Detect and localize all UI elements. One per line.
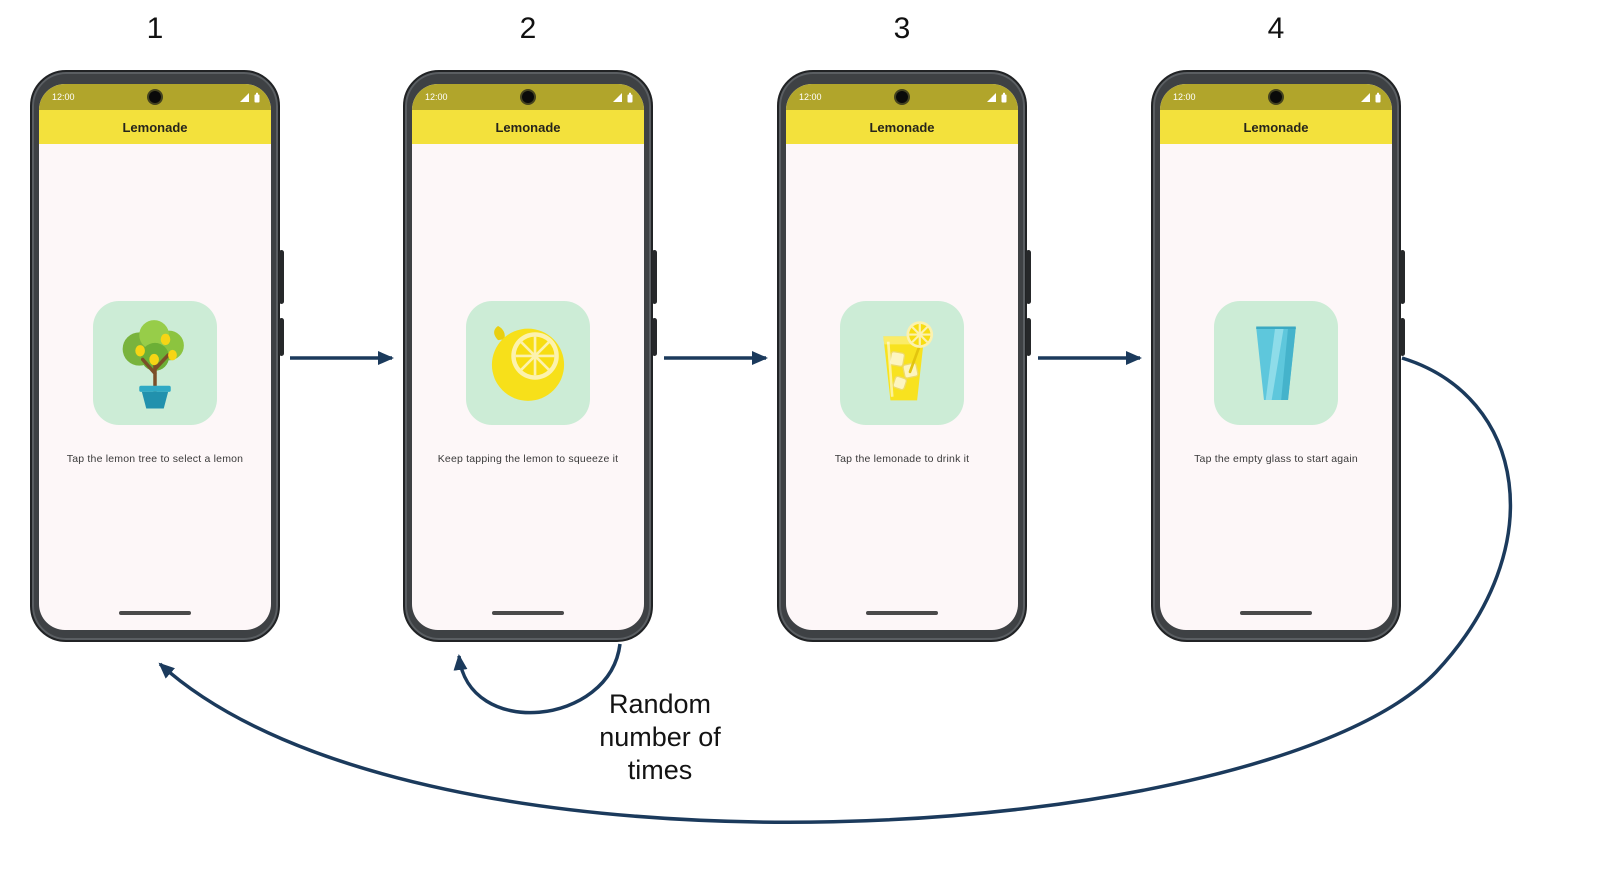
signal-icon: [1361, 93, 1370, 102]
lemon-tree-icon: [122, 320, 184, 409]
status-bar: 12:00: [1160, 84, 1392, 110]
camera-icon: [522, 91, 534, 103]
phone-screen: 12:00 Lemonade: [39, 84, 271, 630]
status-time: 12:00: [425, 92, 448, 102]
screen-body: Tap the empty glass to start again: [1160, 144, 1392, 630]
phone-step-1: 12:00 Lemonade: [30, 70, 284, 642]
step-number-2: 2: [519, 12, 537, 45]
status-time: 12:00: [799, 92, 822, 102]
volume-button: [1400, 250, 1405, 304]
app-bar: Lemonade: [412, 110, 644, 144]
app-title: Lemonade: [869, 119, 935, 135]
screen-body: Keep tapping the lemon to squeeze it: [412, 144, 644, 630]
phone-screen: 12:00 Lemonade: [786, 84, 1018, 630]
image-tile: [93, 301, 217, 425]
step-number-1: 1: [146, 12, 164, 45]
status-time: 12:00: [52, 92, 75, 102]
app-bar: Lemonade: [39, 110, 271, 144]
nav-handle: [119, 611, 191, 615]
app-title: Lemonade: [495, 119, 561, 135]
camera-icon: [1270, 91, 1282, 103]
power-button: [1026, 318, 1031, 356]
image-tile: [1214, 301, 1338, 425]
power-button: [652, 318, 657, 356]
status-time: 12:00: [1173, 92, 1196, 102]
status-bar: 12:00: [39, 84, 271, 110]
nav-handle: [1240, 611, 1312, 615]
signal-icon: [613, 93, 622, 102]
phone-step-3: 12:00 Lemonade: [777, 70, 1031, 642]
app-title: Lemonade: [1243, 119, 1309, 135]
battery-icon: [1375, 92, 1381, 103]
caption: Keep tapping the lemon to squeeze it: [437, 453, 619, 465]
nav-handle: [866, 611, 938, 615]
step-number-3: 3: [893, 12, 911, 45]
app-bar: Lemonade: [1160, 110, 1392, 144]
image-tile: [466, 301, 590, 425]
phone-screen: 12:00 Lemonade: [412, 84, 644, 630]
app-bar: Lemonade: [786, 110, 1018, 144]
power-button: [279, 318, 284, 356]
app-title: Lemonade: [122, 119, 188, 135]
screen-body: Tap the lemon tree to select a lemon: [39, 144, 271, 630]
signal-icon: [987, 93, 996, 102]
battery-icon: [1001, 92, 1007, 103]
nav-handle: [492, 611, 564, 615]
caption: Tap the lemonade to drink it: [834, 453, 970, 465]
lemon-icon: [491, 326, 565, 401]
signal-icon: [240, 93, 249, 102]
battery-icon: [627, 92, 633, 103]
caption: Tap the lemon tree to select a lemon: [66, 453, 244, 465]
status-bar: 12:00: [786, 84, 1018, 110]
camera-icon: [896, 91, 908, 103]
step-number-4: 4: [1267, 12, 1285, 45]
phone-step-4: 12:00 Lemonade: [1151, 70, 1405, 642]
status-bar: 12:00: [412, 84, 644, 110]
phone-step-2: 12:00 Lemonade: [403, 70, 657, 642]
battery-icon: [254, 92, 260, 103]
volume-button: [1026, 250, 1031, 304]
lemonade-glass-icon: [883, 321, 934, 401]
empty-glass-icon: [1256, 326, 1296, 400]
loop-annotation-label: Random number of times: [599, 689, 721, 785]
camera-icon: [149, 91, 161, 103]
screen-body: Tap the lemonade to drink it: [786, 144, 1018, 630]
volume-button: [279, 250, 284, 304]
caption: Tap the empty glass to start again: [1194, 453, 1358, 465]
phone-screen: 12:00 Lemonade: [1160, 84, 1392, 630]
image-tile: [840, 301, 964, 425]
volume-button: [652, 250, 657, 304]
power-button: [1400, 318, 1405, 356]
